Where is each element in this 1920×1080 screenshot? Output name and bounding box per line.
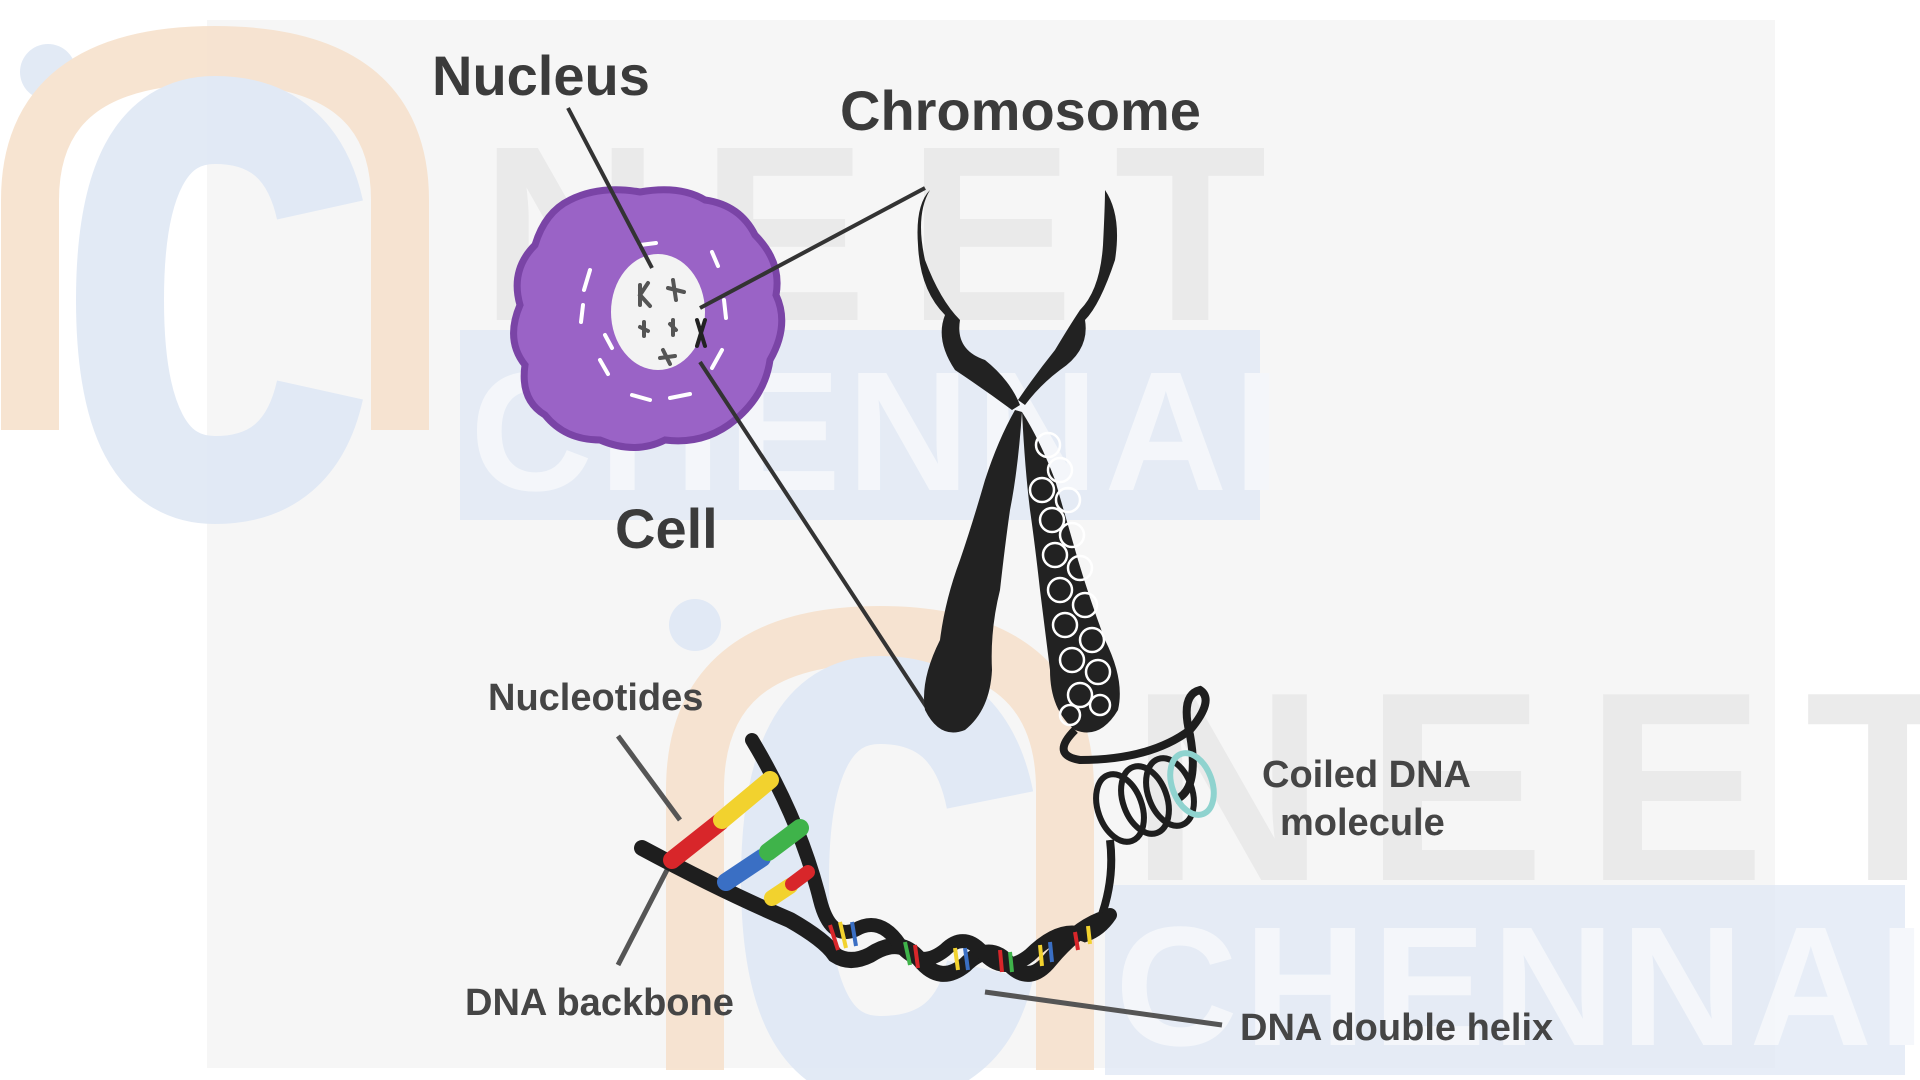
cytoplasm-dashes <box>579 241 728 402</box>
dna-backbone-pointer-line <box>615 866 671 967</box>
dna-double-helix-pointer-line <box>984 989 1223 1028</box>
chromosome-illustration <box>917 190 1120 733</box>
label-chromosome: Chromosome <box>840 79 1201 142</box>
coiled-dna-illustration <box>1059 685 1217 922</box>
chromosome-coil-circles <box>1028 431 1112 727</box>
helix-base-pairs <box>828 921 1092 973</box>
nucleotide-yellow <box>713 771 779 829</box>
chromosome-left-upper-arm <box>917 190 1020 410</box>
watermark-word-bottom: CHENNAI <box>1115 892 1920 1080</box>
watermark-arc-orange <box>0 25 429 430</box>
label-coiled-dna-line1: Coiled DNA <box>1262 754 1471 796</box>
dna-backbone-strand-2 <box>745 733 1117 972</box>
dna-double-helix <box>634 733 1117 982</box>
watermark-band <box>1105 885 1905 1075</box>
chromosome-left-lower-arm <box>924 410 1022 733</box>
coil-down-strand <box>1096 839 1116 922</box>
watermark-c-letter <box>75 75 363 525</box>
pointer-lines <box>566 107 1223 1028</box>
nucleotide-red <box>663 813 729 869</box>
label-dna-backbone: DNA backbone <box>465 982 734 1024</box>
nucleotides <box>663 771 815 906</box>
zoom-line-bottom <box>698 360 937 722</box>
nucleotide-green <box>759 819 809 861</box>
label-coiled-dna-line2: molecule <box>1280 802 1445 844</box>
watermark-logo-bottom: NEET CHENNAI <box>666 599 1920 1080</box>
label-nucleotides: Nucleotides <box>488 677 703 719</box>
label-dna-double-helix: DNA double helix <box>1240 1007 1553 1049</box>
chromosome-right-upper-arm <box>1018 190 1118 405</box>
coil-loops <box>1093 750 1217 845</box>
label-nucleus: Nucleus <box>432 44 650 107</box>
nucleus-pointer-line <box>566 107 654 269</box>
label-cell: Cell <box>615 497 718 560</box>
watermark-dot-icon <box>669 599 721 651</box>
nucleus <box>611 254 705 370</box>
nucleotide-blue <box>717 849 771 891</box>
nucleotide-red-2 <box>785 865 815 891</box>
coil-connector <box>1059 685 1210 804</box>
nucleus-chromosomes <box>637 278 707 366</box>
nucleotides-pointer-line <box>615 734 683 822</box>
cell-illustration <box>510 186 786 451</box>
zoom-line-top <box>699 186 926 310</box>
